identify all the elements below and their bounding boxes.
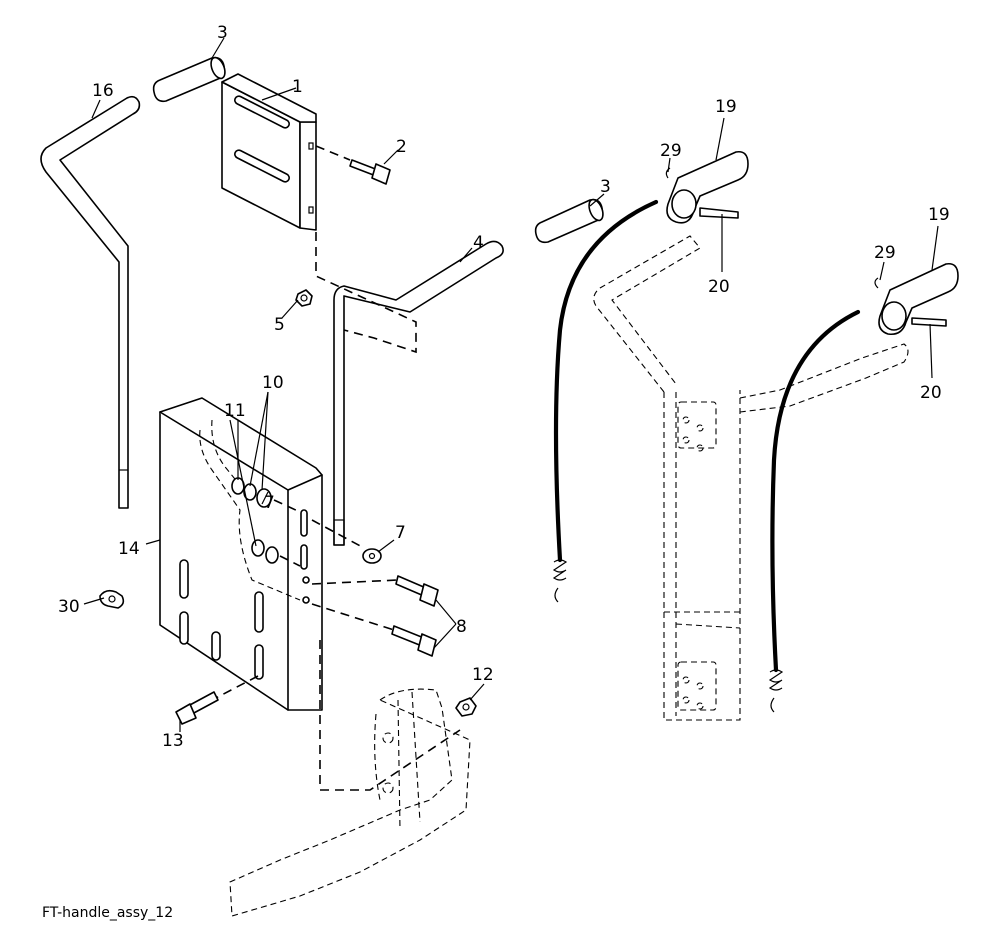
callout-11: 11: [224, 401, 246, 421]
plate-1: [221, 73, 317, 231]
nut-12: [455, 697, 477, 717]
callout-20-lower: 20: [920, 383, 942, 403]
frame-phantom: [229, 640, 471, 917]
callout-3-left: 3: [217, 23, 228, 43]
bracket-14: [159, 397, 323, 711]
right-frame-phantom: [593, 235, 909, 721]
callout-13: 13: [162, 731, 184, 751]
callout-2: 2: [396, 137, 407, 157]
callout-1: 1: [292, 77, 303, 97]
clip-30: [99, 589, 125, 609]
washers-10-11: [231, 477, 301, 567]
callout-5: 5: [274, 315, 285, 335]
nut-5: [295, 289, 313, 307]
callout-29-lower: 29: [874, 243, 896, 263]
callout-12: 12: [472, 665, 494, 685]
callout-14: 14: [118, 539, 140, 559]
callout-10: 10: [262, 373, 284, 393]
bolt-13: [175, 675, 259, 725]
handle-bar-4: [315, 232, 504, 546]
callout-4: 4: [473, 233, 484, 253]
callout-30: 30: [58, 597, 80, 617]
diagram-caption: FT-handle_assy_12: [42, 905, 174, 921]
bolts-8: [311, 519, 439, 657]
callout-7-lower: 7: [395, 523, 406, 543]
washer-7: [362, 548, 382, 564]
grip-3-left: [152, 56, 226, 103]
bolt-2: [315, 145, 391, 185]
callout-16: 16: [92, 81, 114, 101]
leader-lines: [83, 37, 939, 732]
callouts: 3 1 2 16 4 5 10 11 7 7 14 30 8 12 13 3 1…: [58, 23, 950, 751]
callout-7-upper: 7: [264, 493, 275, 513]
callout-8: 8: [456, 617, 467, 637]
callout-3-right: 3: [600, 177, 611, 197]
cables: [552, 199, 861, 713]
lever-19-top: [665, 150, 749, 224]
callout-20-top: 20: [708, 277, 730, 297]
callout-19-top: 19: [715, 97, 737, 117]
lever-19-lower: [874, 262, 959, 336]
callout-29-top: 29: [660, 141, 682, 161]
callout-19-lower: 19: [928, 205, 950, 225]
grip-3-right: [534, 198, 604, 244]
handle-tube-16: [40, 95, 141, 509]
